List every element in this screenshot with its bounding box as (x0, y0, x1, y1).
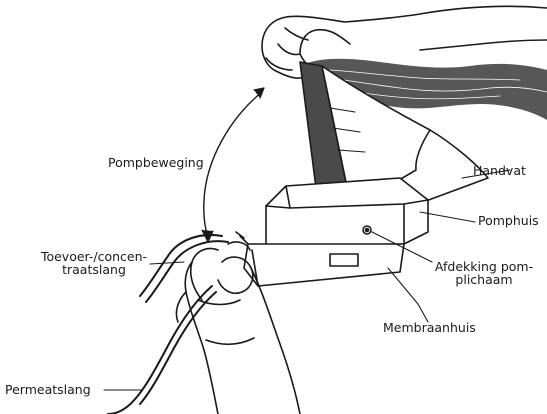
label-feed-concentrate-hose: Toevoer-/concen- traatslang (38, 250, 150, 276)
label-pump-body-cover: Afdekking pom- plichaam (428, 260, 540, 286)
pump-motion-arrow (202, 88, 264, 242)
label-permeate-hose: Permeatslang (5, 383, 91, 396)
permeate-hose-drawing (108, 286, 216, 414)
leader-membrane-housing (388, 268, 428, 322)
leader-feed-hose (150, 262, 184, 264)
label-pump-motion: Pompbeweging (108, 156, 204, 169)
label-feed-concentrate-hose-line2: traatslang (38, 263, 150, 276)
label-pump-body-cover-line2: plichaam (428, 273, 540, 286)
label-pump-housing: Pomphuis (478, 214, 539, 227)
pump-housing-drawing (266, 178, 428, 246)
label-handle: Handvat (473, 164, 526, 177)
label-membrane-housing: Membraanhuis (383, 321, 476, 334)
